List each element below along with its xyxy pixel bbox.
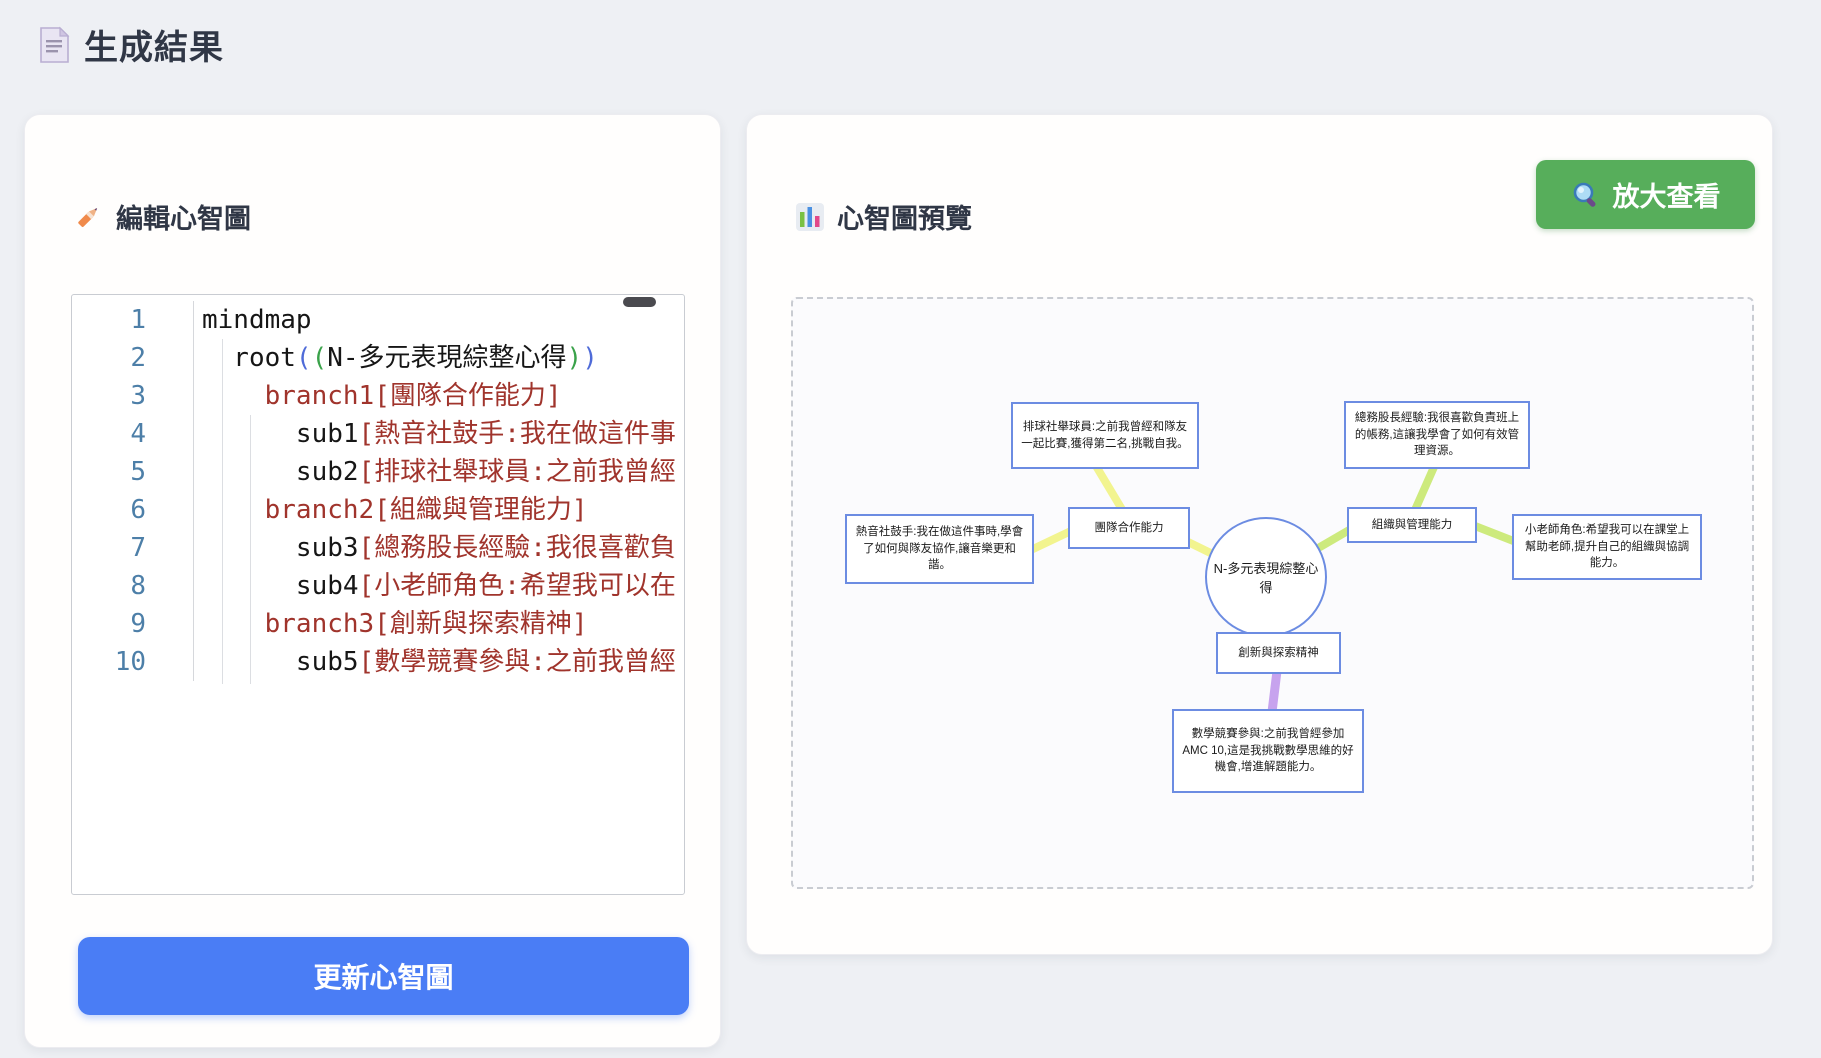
line-number: 8 xyxy=(72,567,194,605)
line-number: 10 xyxy=(72,643,194,681)
code-line[interactable]: 5 sub2[排球社舉球員:之前我曾經 xyxy=(72,453,684,491)
preview-card-title: 心智圖預覽 xyxy=(795,197,972,236)
page-title: 生成結果 xyxy=(84,29,224,67)
code-line[interactable]: 1 mindmap xyxy=(72,301,684,339)
code-text: sub3[總務股長經驗:我很喜歡負 xyxy=(295,533,676,563)
mindmap-node-teamwork: 團隊合作能力 xyxy=(1068,507,1190,549)
code-line[interactable]: 9 branch3[創新與探索精神] xyxy=(72,605,684,643)
code-line[interactable]: 6 branch2[組織與管理能力] xyxy=(72,491,684,529)
zoom-view-button-label: 放大查看 xyxy=(1612,182,1721,212)
line-number: 9 xyxy=(72,605,194,643)
edge-org-tutor xyxy=(1471,522,1520,546)
code-line[interactable]: 4 sub1[熱音社鼓手:我在做這件事 xyxy=(72,415,684,453)
edge-root-org xyxy=(1316,525,1355,551)
line-number: 4 xyxy=(72,415,194,453)
line-number: 5 xyxy=(72,453,194,491)
code-text: sub4[小老師角色:希望我可以在 xyxy=(295,571,676,601)
bar-chart-icon xyxy=(795,202,825,232)
edge-drummer-team xyxy=(1029,526,1077,553)
indent-guide xyxy=(222,339,223,684)
line-number: 2 xyxy=(72,339,194,377)
code-line[interactable]: 7 sub3[總務股長經驗:我很喜歡負 xyxy=(72,529,684,567)
code-text: sub2[排球社舉球員:之前我曾經 xyxy=(295,457,676,487)
indent-guide xyxy=(250,415,251,684)
mindmap-node-organization: 組織與管理能力 xyxy=(1347,507,1477,543)
zoom-view-button[interactable]: 放大查看 xyxy=(1536,160,1755,229)
code-line[interactable]: 8 sub4[小老師角色:希望我可以在 xyxy=(72,567,684,605)
mindmap-node-math: 數學競賽參與:之前我曾經參加AMC 10,這是我挑戰數學思維的好機會,增進解題能… xyxy=(1172,709,1364,793)
edge-volley-team xyxy=(1092,462,1127,515)
code-text: mindmap xyxy=(202,305,312,335)
mindmap-node-drummer: 熱音社鼓手:我在做這件事時,學會了如何與隊友協作,讓音樂更和諧。 xyxy=(845,514,1034,584)
edge-treasurer-org xyxy=(1411,463,1438,514)
line-number: 6 xyxy=(72,491,194,529)
update-mindmap-button[interactable]: 更新心智圖 xyxy=(78,937,689,1015)
mindmap-root-node: N-多元表現綜整心得 xyxy=(1205,517,1327,637)
preview-card: 放大查看 心智圖預覽 排 xyxy=(746,114,1773,955)
line-number: 1 xyxy=(72,301,194,339)
editor-card-title-label: 編輯心智圖 xyxy=(116,204,251,234)
pencil-icon xyxy=(74,202,104,232)
line-number: 7 xyxy=(72,529,194,567)
mindmap-node-treasurer: 總務股長經驗:我很喜歡負責班上的帳務,這讓我學會了如何有效管理資源。 xyxy=(1344,401,1530,469)
code-text: sub5[數學競賽參與:之前我曾經 xyxy=(295,647,676,677)
document-icon xyxy=(38,26,70,64)
mindmap-node-tutor: 小老師角色:希望我可以在課堂上幫助老師,提升自己的組織與協調能力。 xyxy=(1512,514,1702,580)
editor-card-title: 編輯心智圖 xyxy=(74,197,251,236)
code-line[interactable]: 10 sub5[數學競賽參與:之前我曾經 xyxy=(72,643,684,681)
code-text: sub1[熱音社鼓手:我在做這件事 xyxy=(295,419,676,449)
mindmap-preview-canvas: 排球社舉球員:之前我曾經和隊友一起比賽,獲得第二名,挑戰自我。 總務股長經驗:我… xyxy=(791,297,1754,889)
code-text: root((N-多元表現綜整心得)) xyxy=(202,343,598,373)
code-text: branch3[創新與探索精神] xyxy=(264,609,588,639)
preview-card-title-label: 心智圖預覽 xyxy=(837,204,972,234)
mindmap-node-innovation: 創新與探索精神 xyxy=(1216,632,1341,674)
mindmap-node-volleyball: 排球社舉球員:之前我曾經和隊友一起比賽,獲得第二名,挑戰自我。 xyxy=(1011,402,1199,469)
code-text: branch1[團隊合作能力] xyxy=(264,381,562,411)
edge-innov-math xyxy=(1267,666,1282,717)
magnifier-icon xyxy=(1571,180,1601,210)
code-text: branch2[組織與管理能力] xyxy=(264,495,588,525)
code-line[interactable]: 3 branch1[團隊合作能力] xyxy=(72,377,684,415)
page-header: 生成結果 xyxy=(38,20,224,69)
code-line[interactable]: 2 root((N-多元表現綜整心得)) xyxy=(72,339,684,377)
editor-scrollbar-thumb[interactable] xyxy=(623,297,656,307)
line-number: 3 xyxy=(72,377,194,415)
